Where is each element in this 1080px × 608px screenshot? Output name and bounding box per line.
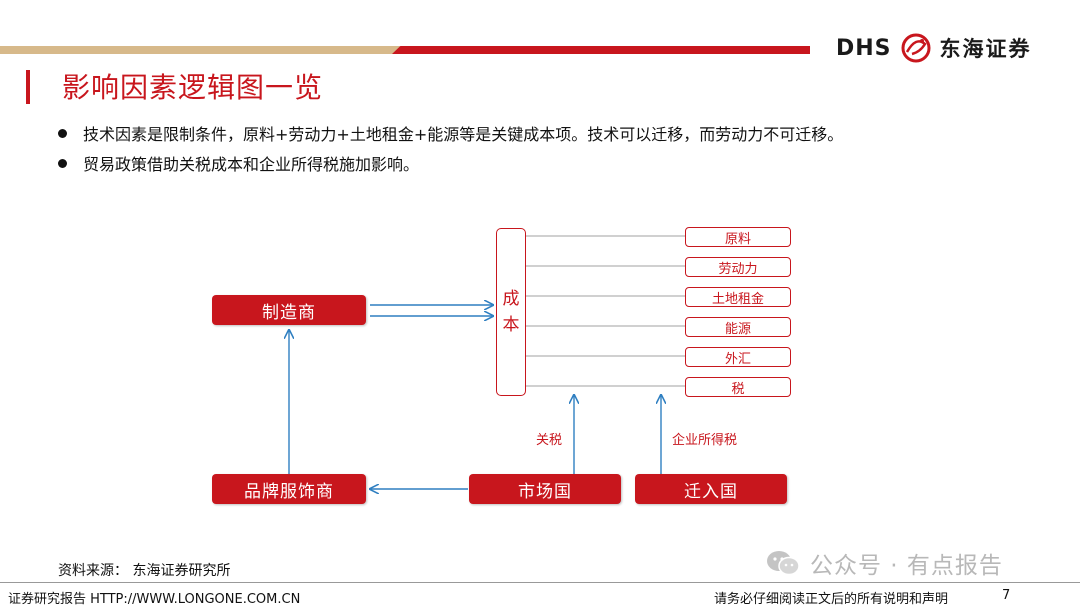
income-tax-label: 企业所得税: [672, 433, 738, 448]
cost-item-labor: 劳动力: [685, 257, 791, 277]
company-logo: DHS 东海证券: [836, 28, 1032, 68]
cost-item-connectors: [524, 235, 685, 387]
logo-cn-text: 东海证券: [939, 37, 1032, 61]
bullet-text: 贸易政策借助关税成本和企业所得税施加影响。: [83, 155, 420, 174]
bullet-item: 贸易政策借助关税成本和企业所得税施加影响。: [58, 148, 843, 178]
bullet-dot-icon: [58, 128, 67, 138]
dragon-logo-icon: [901, 33, 931, 63]
watermark: 公众号 · 有点报告: [766, 546, 1003, 580]
bullet-text: 技术因素是限制条件，原料+劳动力+土地租金+能源等是关键成本项。技术可以迁移，而…: [83, 125, 844, 144]
manufacturer-box: 制造商: [212, 295, 366, 325]
relocation-country-box: 迁入国: [635, 474, 787, 504]
cost-char: 本: [502, 315, 520, 335]
cost-item-forex: 外汇: [685, 347, 791, 367]
title-accent-bar: [26, 70, 30, 104]
footer-divider: [0, 582, 1080, 583]
bullet-dot-icon: [58, 158, 67, 168]
tariff-label: 关税: [536, 433, 563, 448]
brand-box: 品牌服饰商: [212, 474, 366, 504]
header-bar-gold: [0, 46, 400, 54]
page-number: 7: [1002, 588, 1011, 603]
cost-item-energy: 能源: [685, 317, 791, 337]
bullet-item: 技术因素是限制条件，原料+劳动力+土地租金+能源等是关键成本项。技术可以迁移，而…: [58, 118, 843, 148]
cost-char: 成: [502, 289, 520, 309]
market-country-box: 市场国: [469, 474, 621, 504]
footer-disclaimer: 请务必仔细阅读正文后的所有说明和声明: [714, 592, 949, 607]
cost-item-land-rent: 土地租金: [685, 287, 791, 307]
header-bar-red: [392, 46, 810, 54]
source-note: 资料来源： 东海证券研究所: [58, 563, 231, 579]
cost-item-raw-material: 原料: [685, 227, 791, 247]
logo-text: DHS: [836, 35, 892, 61]
wechat-icon: [767, 551, 800, 576]
page-title: 影响因素逻辑图一览: [62, 71, 324, 104]
watermark-text: 公众号 · 有点报告: [810, 553, 1003, 579]
cost-box: 成 本: [496, 228, 526, 396]
footer-website: 证券研究报告 HTTP://WWW.LONGONE.COM.CN: [8, 592, 301, 607]
bullet-list: 技术因素是限制条件，原料+劳动力+土地租金+能源等是关键成本项。技术可以迁移，而…: [58, 118, 843, 178]
cost-item-tax: 税: [685, 377, 791, 397]
